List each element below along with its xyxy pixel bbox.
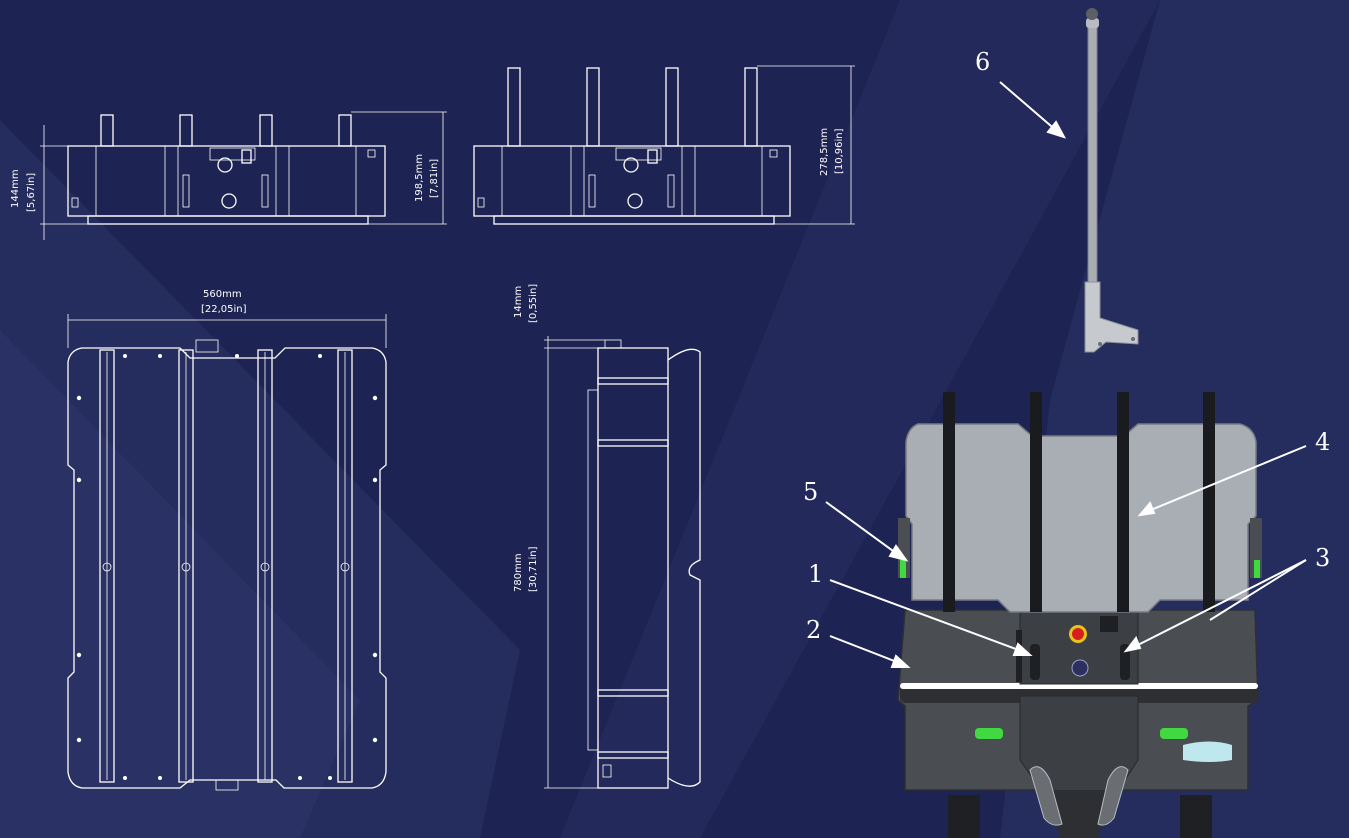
callout-6: 6 <box>975 48 990 76</box>
length-imperial: [30,71in] <box>528 546 539 592</box>
front-antenna-height-imperial: [7,81in] <box>429 159 440 198</box>
front-view <box>40 111 447 240</box>
side-top-label: 14mm <box>513 286 524 318</box>
callout-1: 1 <box>808 560 823 588</box>
emergency-stop-button <box>1072 628 1084 640</box>
side-view <box>544 336 701 789</box>
callout-3: 3 <box>1315 544 1330 572</box>
top-view <box>67 314 387 791</box>
rear-antenna-height-imperial: [10,96in] <box>834 128 845 174</box>
callout-2: 2 <box>806 616 821 644</box>
side-top-imperial: [0,55in] <box>528 284 539 323</box>
callout-4: 4 <box>1315 428 1330 456</box>
front-height-label: 144mm <box>10 169 21 208</box>
robot-render <box>897 392 1262 838</box>
callout-arrows <box>825 81 1307 668</box>
length-label: 780mm <box>513 553 524 592</box>
rear-view <box>473 65 855 225</box>
rear-antenna-height-label: 278,5mm <box>819 128 830 176</box>
antenna-pole <box>1084 8 1139 353</box>
front-height-imperial: [5,67in] <box>26 173 37 212</box>
width-imperial: [22,05in] <box>201 304 247 315</box>
right-status-light <box>1160 728 1188 739</box>
callout-5: 5 <box>803 478 818 506</box>
front-antenna-height-label: 198,5mm <box>414 154 425 202</box>
width-label: 560mm <box>203 289 242 300</box>
left-status-light <box>975 728 1003 739</box>
